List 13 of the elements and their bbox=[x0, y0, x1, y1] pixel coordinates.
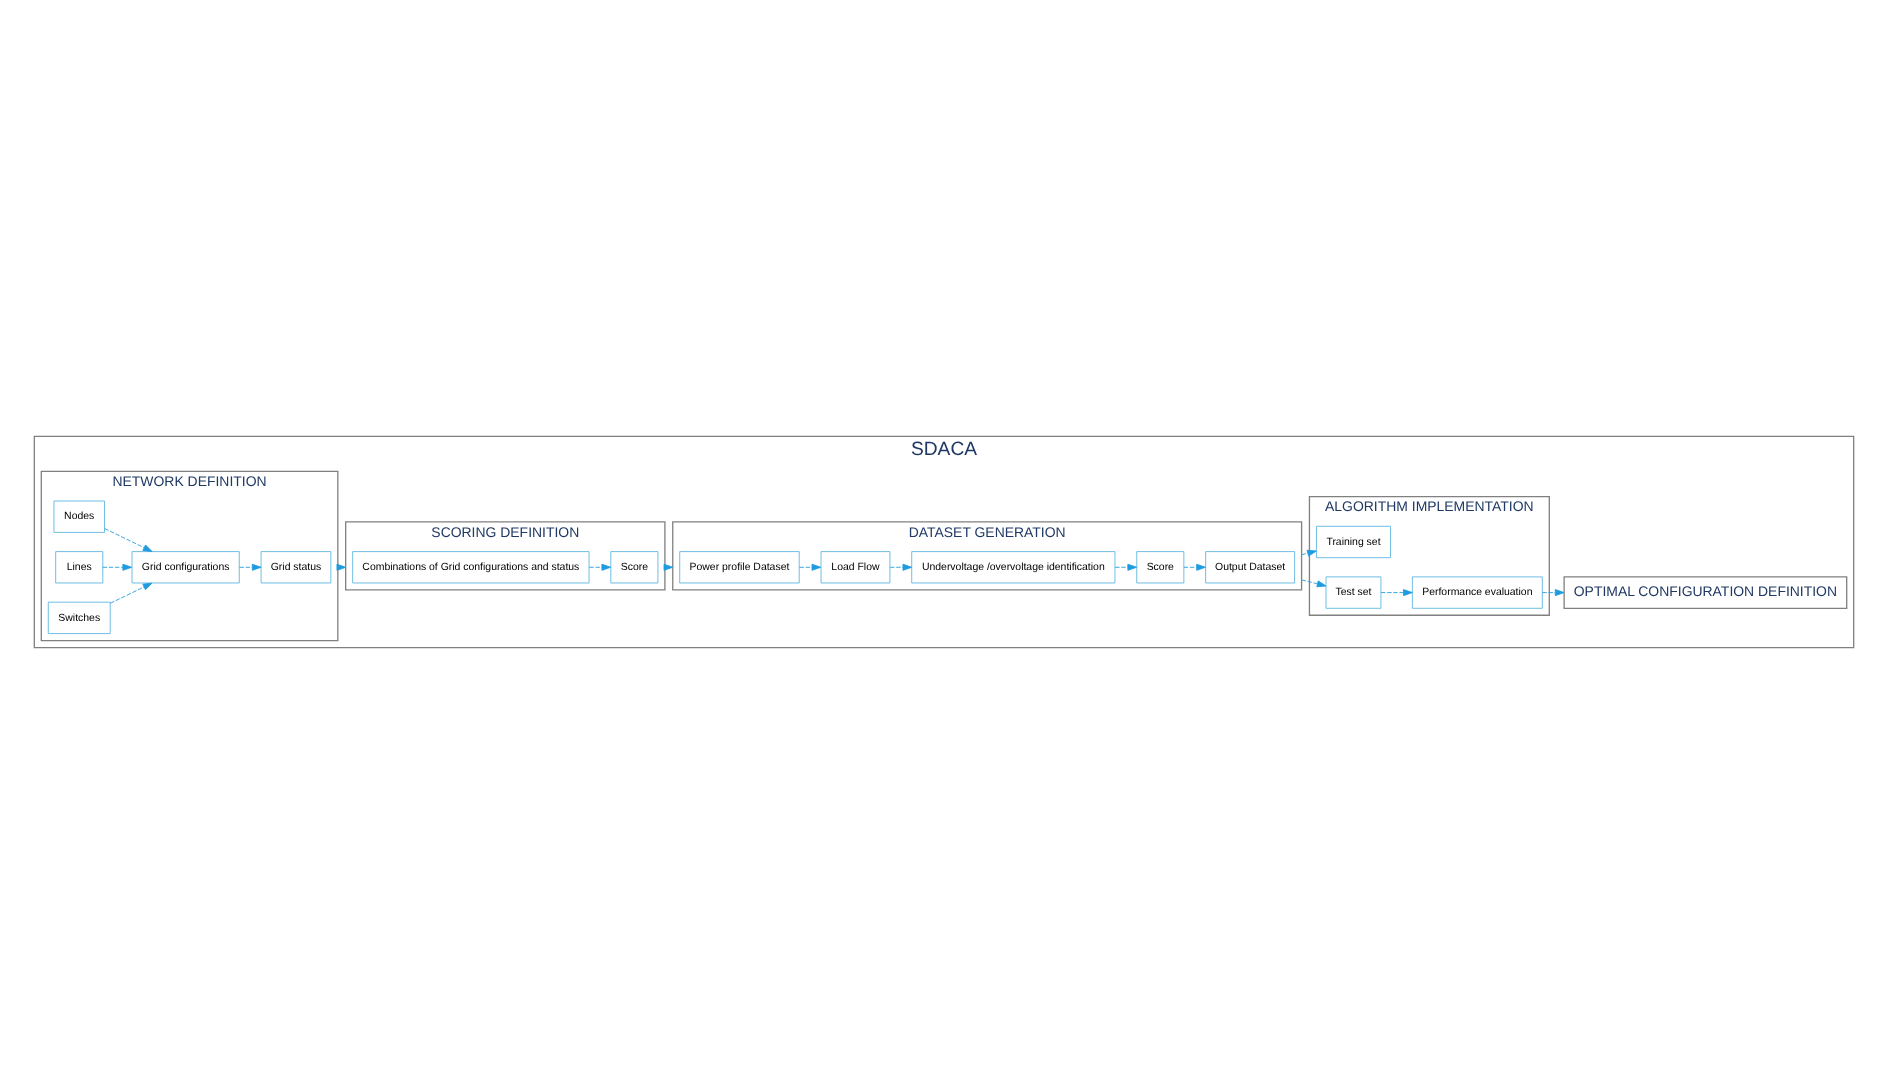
arrow bbox=[1114, 562, 1137, 570]
arrow bbox=[588, 562, 612, 570]
arrow bbox=[239, 562, 262, 570]
arrow bbox=[1542, 588, 1565, 596]
arrow bbox=[104, 527, 153, 551]
arrow bbox=[1380, 588, 1413, 596]
arrow bbox=[109, 581, 153, 603]
arrow bbox=[799, 562, 822, 570]
arrow bbox=[102, 562, 133, 570]
arrow bbox=[1301, 578, 1327, 587]
arrow bbox=[1301, 548, 1317, 556]
arrow bbox=[889, 562, 913, 570]
arrow bbox=[1183, 562, 1206, 570]
